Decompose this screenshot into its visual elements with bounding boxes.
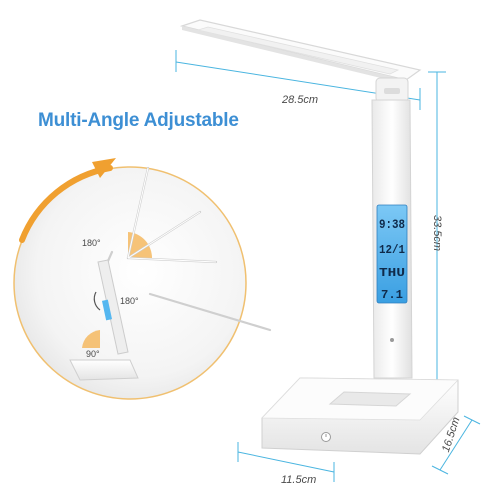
arrow-head-icon (92, 158, 116, 178)
lamp-head-edge (182, 26, 406, 84)
hinge-slot (384, 88, 400, 94)
base-charging-pad (328, 391, 412, 407)
dimension-lines (175, 50, 481, 482)
angle-label-middle: 180° (120, 296, 139, 306)
lcd-temperature: 7.1 (381, 288, 403, 302)
touch-sensor-icon (390, 338, 394, 342)
dimension-base-width-label: 11.5cm (281, 474, 317, 486)
angle-demo-inset (13, 158, 272, 400)
lcd-weekday: THU (379, 266, 405, 280)
lamp-head-light (196, 26, 400, 75)
mini-lamp-lcd (101, 299, 113, 321)
angle-label-lower: 90° (86, 349, 100, 359)
angle-label-upper: 180° (82, 238, 101, 248)
mini-lamp-arm (97, 259, 129, 355)
angle-arc-arrow-icon (93, 291, 101, 311)
inset-circle (13, 166, 247, 400)
lcd-readout: 9:38 12/1 THU 7.1 (379, 217, 405, 302)
desk-lamp (179, 19, 459, 455)
feature-title: Multi-Angle Adjustable (38, 110, 239, 131)
lcd-display (376, 204, 408, 304)
dimension-height-label: 33.5cm (431, 215, 443, 252)
angle-wedge-lower (82, 330, 100, 348)
lcd-time: 9:38 (379, 217, 405, 232)
mini-lamp-base (69, 359, 139, 381)
lcd-date: 12/1 (379, 243, 405, 257)
rotation-arrow-icon (19, 165, 113, 243)
angle-wedge-upper (128, 232, 153, 258)
dimension-width-label: 28.5cm (282, 94, 319, 106)
